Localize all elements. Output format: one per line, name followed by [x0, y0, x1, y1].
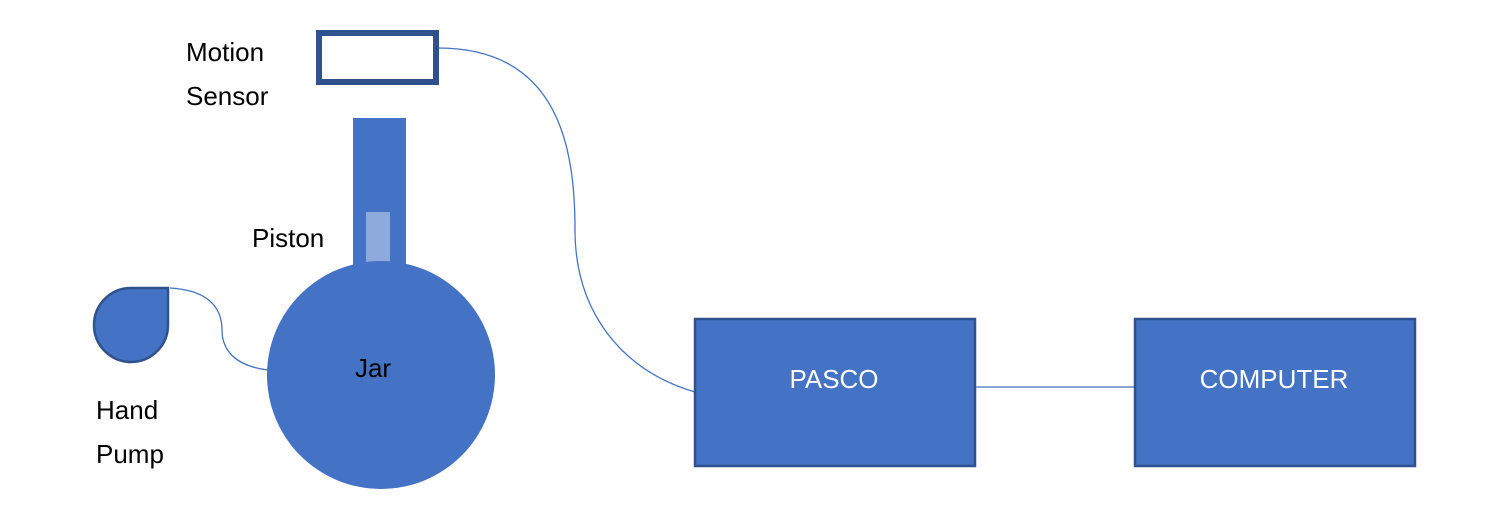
- hand-pump-label-line2: Pump: [96, 439, 164, 469]
- motion-sensor-label-line2: Sensor: [186, 81, 269, 111]
- hand-pump-label-line1: Hand: [96, 395, 158, 425]
- jar: [267, 261, 495, 489]
- piston: [366, 212, 390, 262]
- computer-label: COMPUTER: [1200, 364, 1349, 394]
- sensor-to-pasco-wire: [437, 47, 696, 393]
- piston-label: Piston: [252, 223, 324, 253]
- hand-pump: [92, 286, 170, 364]
- pasco-label: PASCO: [789, 364, 878, 394]
- computer-box: [1133, 317, 1417, 468]
- pump-to-jar-tube: [169, 287, 269, 371]
- motion-sensor-label-line1: Motion: [186, 37, 264, 67]
- jar-label: Jar: [355, 353, 391, 383]
- motion-sensor: [316, 30, 439, 85]
- pasco-box: [693, 317, 977, 468]
